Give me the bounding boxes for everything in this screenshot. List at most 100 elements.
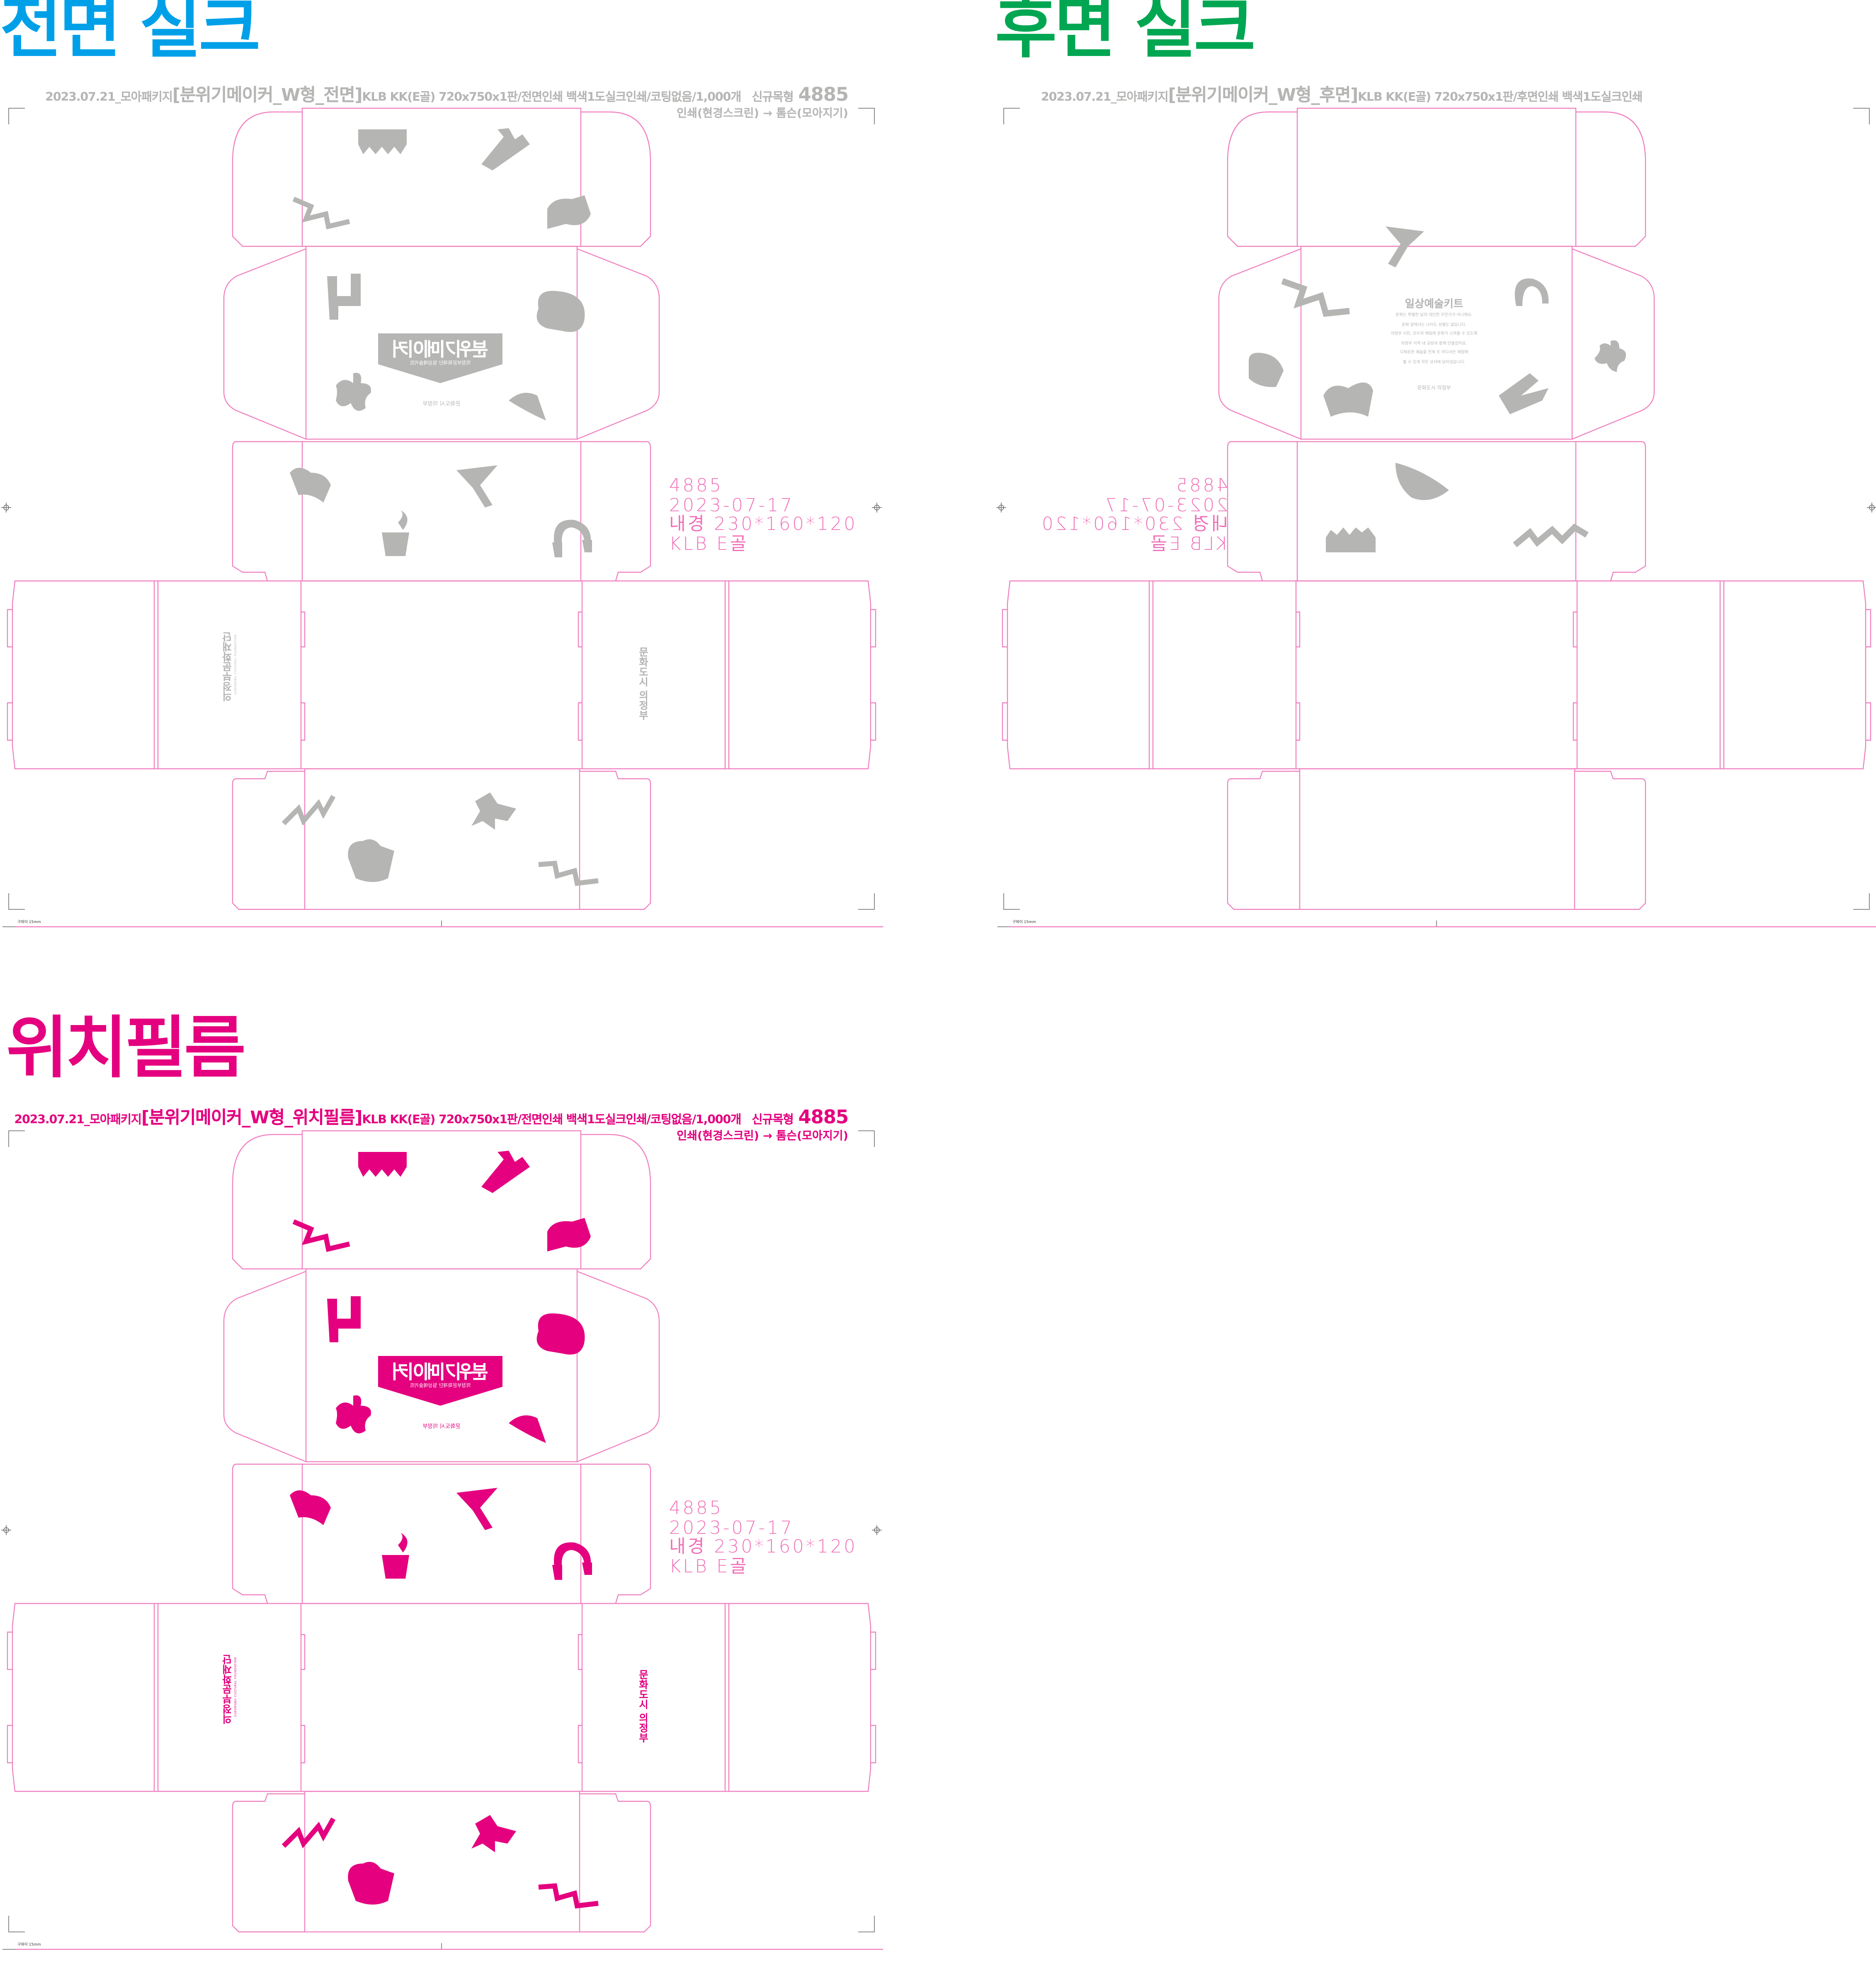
back-heading: 일상예술키트 [1405,299,1463,311]
front-silk-sheet: 2023.07.21_모아패키지[분위기메이커_W형_전면]KLB KK(E골)… [0,0,896,945]
bag-icon [348,1862,394,1905]
header-bracket: [분위기메이커_W형_위치필름] [141,1108,363,1128]
die-date: 2023-07-17 [669,496,794,516]
film-artwork: 분위기메이커 의정부문화재단 일상예술키트 문화도시 의정부 의정부문화재단 U… [0,1023,896,1968]
back-line: 다채로운 예술을 언제 또 어디서든 체험해 [1400,350,1468,355]
headphones-icon [1514,278,1549,306]
die-size: 내경 230*160*120 [669,515,857,535]
spec-header: 2023.07.21_모아패키지[분위기메이커_W형_전면]KLB KK(E골)… [45,82,849,107]
header-new-label: 신규목형 [752,91,794,104]
foundation-logo-english: UIJEONGBU CULTURAL FOUNDATION [234,1657,238,1717]
spec-header: 2023.07.21_모아패키지[분위기메이커_W형_후면]KLB KK(E골)… [1041,82,1643,107]
bowl-icon [547,1218,591,1251]
flower-icon [336,1395,371,1433]
zigzag-icon [1513,523,1589,547]
book-icon [290,468,331,503]
header-number: 4885 [798,1106,849,1128]
front-artwork: 분위기메이커 의정부문화재단 일상예술키트 문화도시 의정부 의정부문화재단 U… [0,0,896,945]
headphones-icon [552,520,592,557]
die-date: 2023-07-17 [669,1518,794,1538]
hanger-shape-icon [481,1151,530,1193]
header-prefix: 2023.07.21_모아패키지 [14,1113,142,1127]
cocktail-glass-icon [1386,226,1424,267]
die-code: 4885 2023-07-17 내경 230*160*120 KLB E골 [669,1499,857,1577]
city-brand-side-logo: 문화도시 의정부 [638,1669,649,1743]
position-film-sheet: 2023.07.21_모아패키지[분위기메이커_W형_위치필름]KLB KK(E… [0,1023,896,1968]
zigzag-icon [282,795,336,826]
mug-icon [536,291,585,332]
star-blob-icon [471,1815,516,1852]
foundation-logo-english: UIJEONGBU CULTURAL FOUNDATION [234,634,238,695]
logo-title: 분위기메이커 [392,338,488,361]
front-silk-title: 전면 실크 [0,0,261,67]
header-spec: KLB KK(E골) 720x750x1판/전면인쇄 백색1도실크인쇄/코팅없음… [362,91,741,104]
back-artwork [1249,226,1626,552]
city-brand-side-logo: 문화도시 의정부 [638,647,649,720]
position-film-title: 위치필름 [6,1009,246,1087]
bowl-icon [509,1415,546,1443]
die-material: KLB E골 [669,1557,749,1577]
back-copy-block: 일상예술키트 문화는 특별한 날의 대단한 무언가가 아니에요. 문화 앞에서는… [1366,296,1502,392]
back-line: 의정부 지역 내 공방과 함께 만들었어요. [1401,340,1467,345]
die-number: 4885 [669,1499,723,1519]
foundation-logo: 의정부문화재단 [221,632,233,702]
back-line: 문화는 특별한 날의 대단한 무언가가 아니에요. [1395,312,1473,317]
back-city-brand: 문화도시 의정부 [1417,384,1451,391]
zigzag-icon [282,1817,336,1849]
back-line: 볼 수 있게 작은 상자에 담아냈습니다. [1403,359,1466,364]
foundation-logo: 의정부문화재단 [221,1655,233,1724]
book-icon [1323,382,1373,417]
footer-label: 구와이 15mm [1012,919,1036,924]
logo-subtitle: 의정부문화재단 일상예술키트 [410,360,471,366]
bowl-icon [1395,463,1449,500]
back-silk-sheet: 2023.07.21_모아패키지[분위기메이커_W형_후면]KLB KK(E골)… [995,0,1876,945]
bowl-icon [547,195,591,229]
die-number: 4885 [669,476,723,496]
bracket-shape-icon [1499,373,1548,414]
cocktail-glass-icon [456,1488,498,1530]
headphones-icon [552,1542,592,1580]
hanger-shape-icon [481,128,530,170]
die-size: 내경 230*160*120 [669,1538,857,1557]
brand-logo-banner: 분위기메이커 의정부문화재단 일상예술키트 [378,333,502,383]
back-line: 문화 앞에서는 나이도 성별도 없답니다. [1402,321,1466,327]
header-process: 인쇄(현경스크린) → 톰슨(모아지기) [677,108,848,121]
logo-subtitle: 의정부문화재단 일상예술키트 [410,1382,471,1388]
bowl-icon [509,393,546,420]
bag-icon [348,839,394,882]
header-bracket: [분위기메이커_W형_전면] [172,86,363,106]
teeth-icon [358,1152,407,1177]
zigzag-icon [292,197,350,230]
header-bracket: [분위기메이커_W형_후면] [1168,86,1358,106]
bag-icon [1249,352,1284,387]
back-silk-title: 후면 실크 [995,0,1256,67]
city-brand-mark: 문화도시 의정부 [422,1424,461,1431]
flower-icon [336,373,371,411]
teeth-icon [1326,527,1376,552]
header-prefix: 2023.07.21_모아패키지 [1041,91,1169,104]
die-code: 4885 2023-07-17 내경 230*160*120 KLB E골 [669,476,857,555]
book-icon [290,1490,331,1525]
mug-icon [536,1313,585,1355]
header-spec: KLB KK(E골) 720x750x1판/후면인쇄 백색1도실크인쇄 [1358,91,1643,104]
flower-icon [1594,340,1626,372]
brand-logo-banner: 분위기메이커 의정부문화재단 일상예술키트 [378,1356,502,1406]
header-new-label: 신규목형 [752,1113,794,1127]
city-brand-mark: 문화도시 의정부 [422,402,461,408]
spec-header: 2023.07.21_모아패키지[분위기메이커_W형_위치필름]KLB KK(E… [14,1105,849,1130]
header-process: 인쇄(현경스크린) → 톰슨(모아지기) [677,1131,848,1143]
cocktail-glass-icon [456,465,498,508]
zigzag-icon [1281,278,1350,317]
bracket-shape-icon [327,274,361,320]
zigzag-icon [538,860,599,886]
bracket-shape-icon [327,1296,361,1342]
cup-icon [382,1533,409,1579]
footer-label: 구와이 15mm [17,1942,41,1947]
cup-icon [382,510,409,556]
zigzag-icon [538,1883,599,1909]
logo-title: 분위기메이커 [392,1361,488,1383]
footer-label: 구와이 15mm [17,919,41,924]
header-spec: KLB KK(E골) 720x750x1판/전면인쇄 백색1도실크인쇄/코팅없음… [362,1113,741,1127]
die-material: KLB E골 [669,534,749,554]
